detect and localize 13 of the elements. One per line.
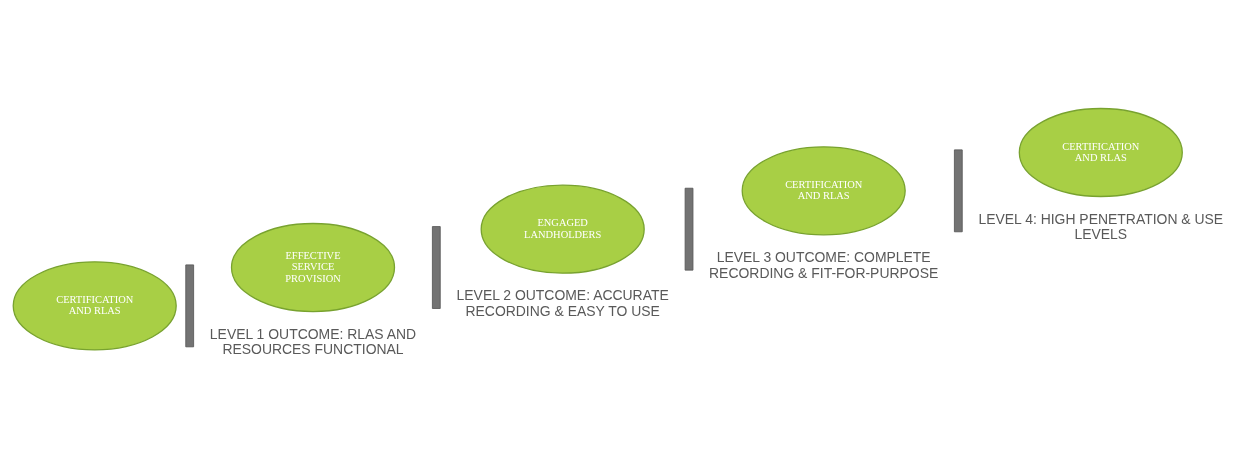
node-ellipse: CERTIFICATION AND RLAS [1018, 107, 1183, 197]
node-bar [431, 225, 441, 309]
label: LEVEL 1 OUTCOME: RLAS AND RESOURCES FUNCTIONAL [209, 325, 417, 357]
label: LEVEL 3 OUTCOME: COMPLETE RECORDING & FIT-FOR-PURPOSE [709, 248, 939, 281]
node-ellipse: ENGAGED LANDHOLDERS [480, 184, 645, 274]
label: LEVEL 4: HIGH PENETRATION & USE LEVELS [978, 210, 1224, 242]
node-bar [185, 263, 195, 347]
node-ellipse: CERTIFICATION AND RLAS [741, 145, 906, 235]
node-bar [953, 148, 963, 232]
node-ellipse: CERTIFICATION AND RLAS [12, 260, 177, 351]
label: LEVEL 2 OUTCOME: ACCURATE RECORDING & EASY TO USE [456, 286, 669, 319]
node-ellipse: EFFECTIVE SERVICE PROVISION [230, 222, 396, 312]
node-bar [684, 187, 694, 271]
